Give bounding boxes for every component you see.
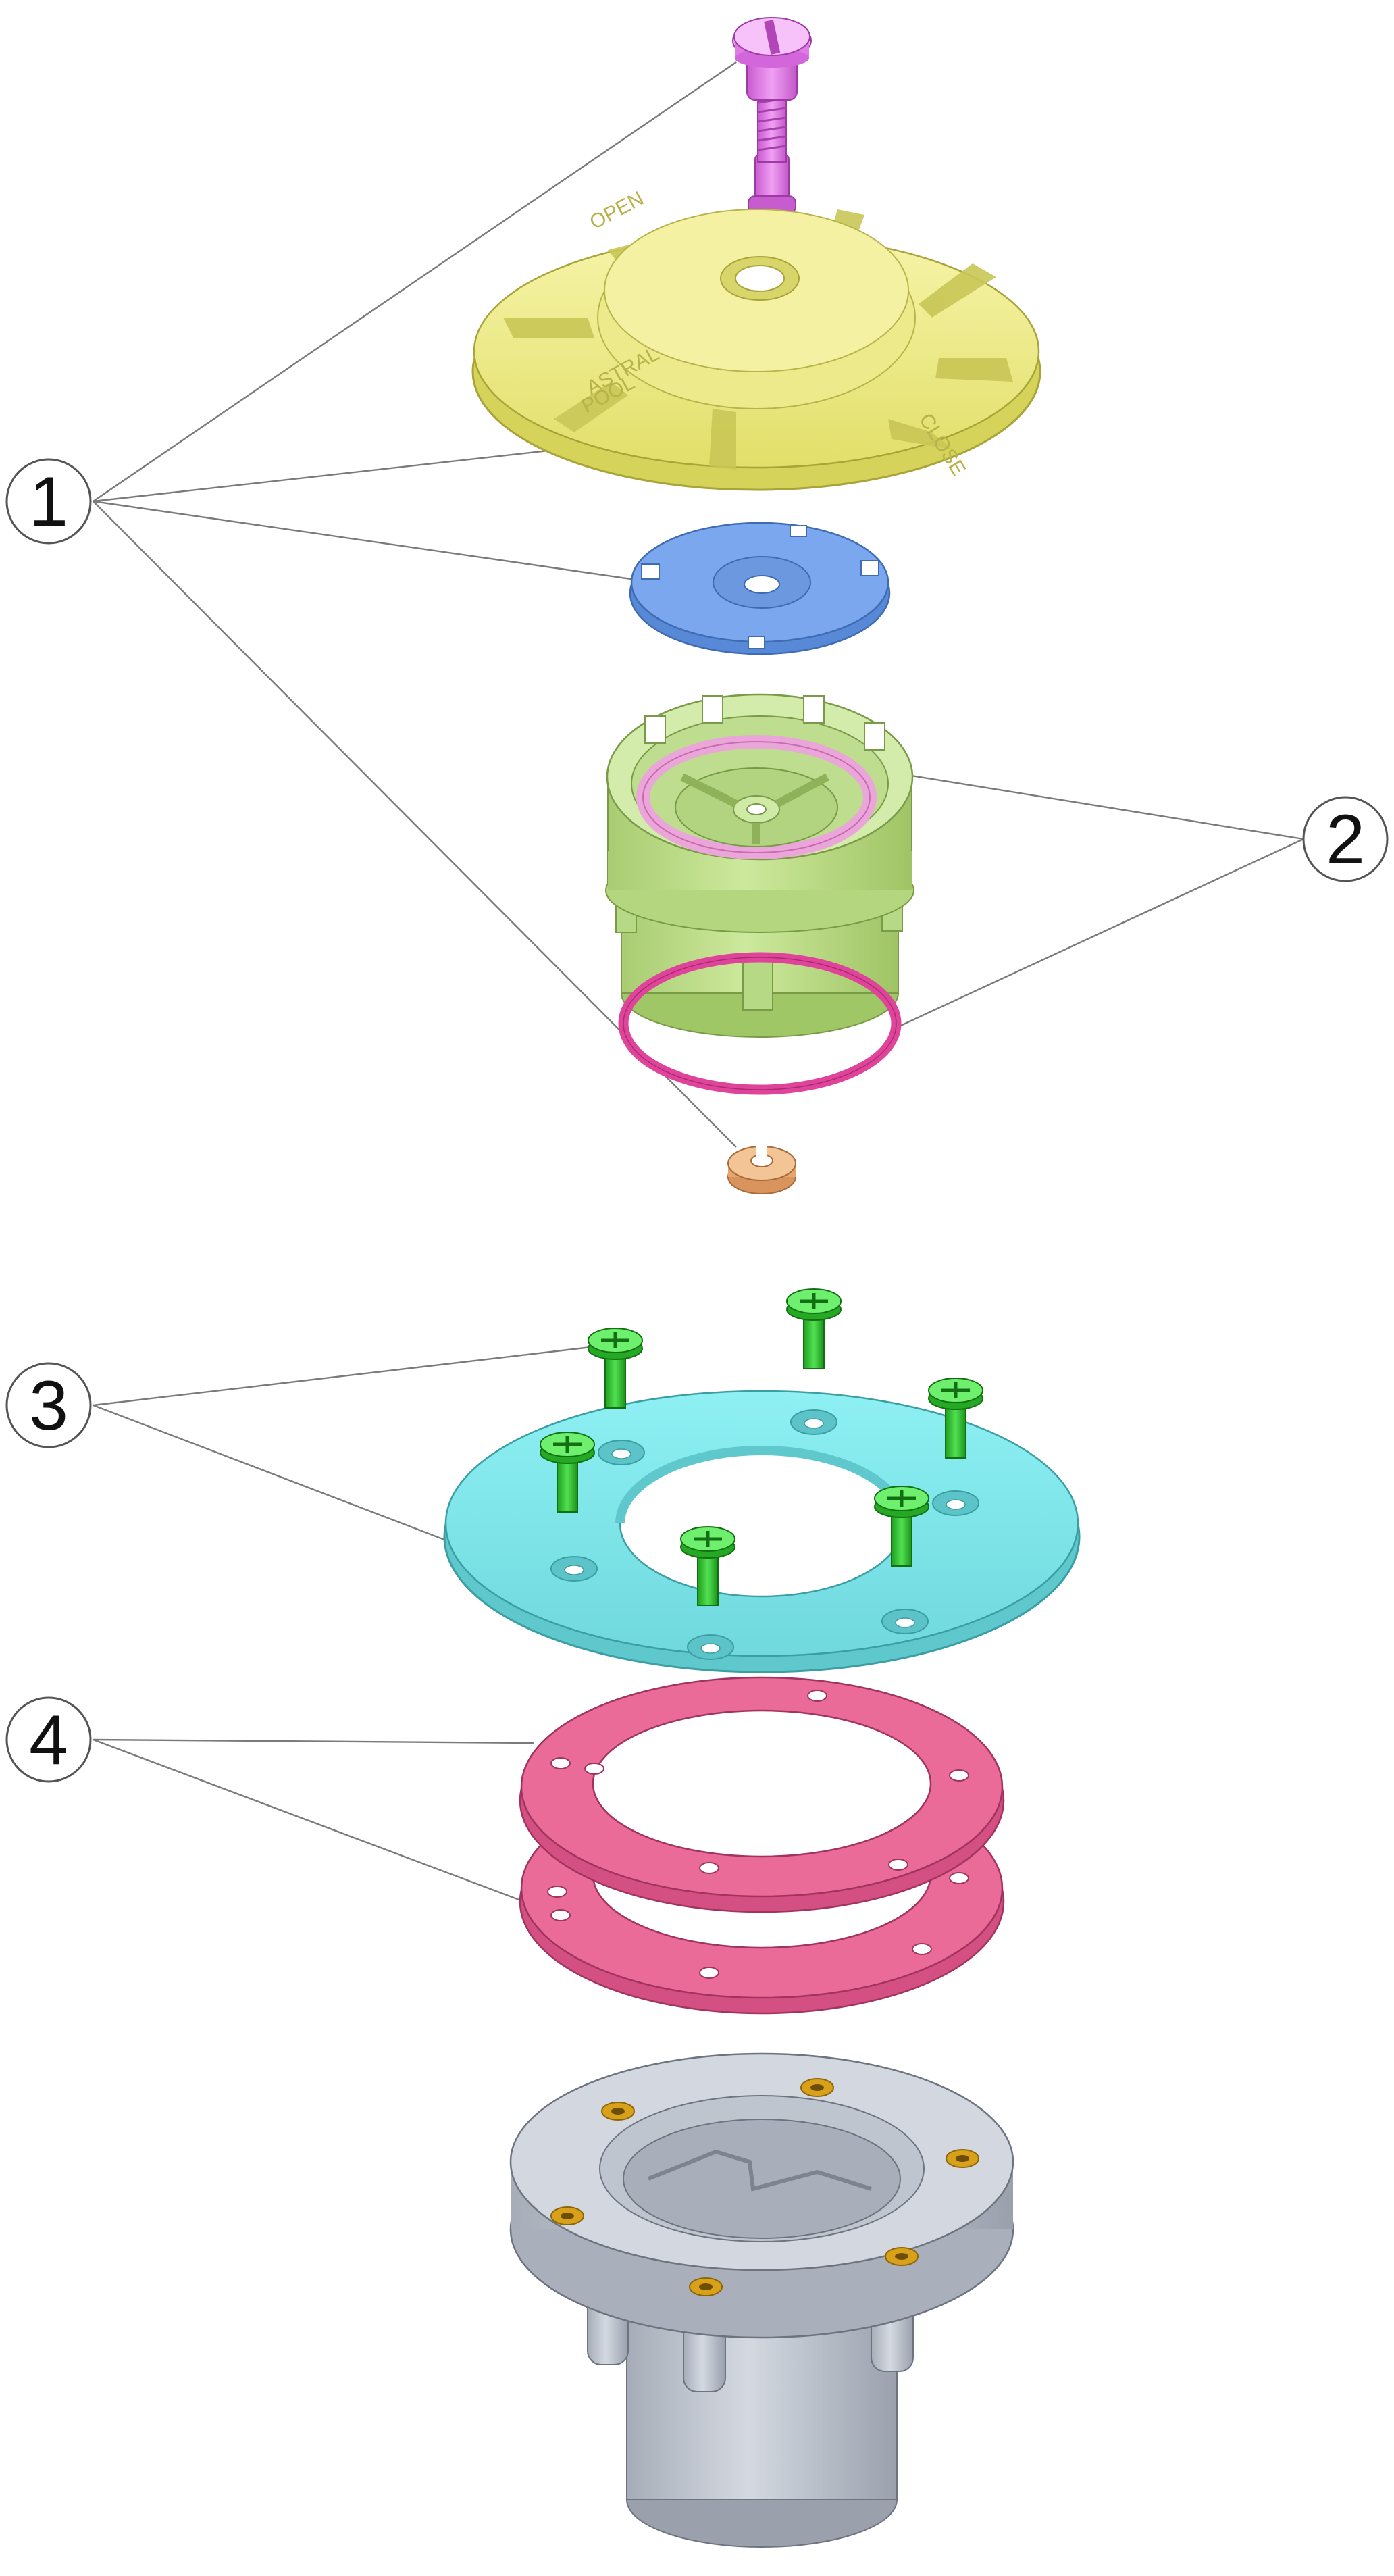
callout-3: 3 <box>5 1362 92 1448</box>
callout-label: 4 <box>29 1701 68 1779</box>
green-screw <box>588 1328 643 1409</box>
yellow-cover-plate: OPEN CLOSE ASTRAL POOL <box>471 187 1041 491</box>
lower-o-ring <box>618 952 902 1095</box>
callout-1: 1 <box>5 458 92 545</box>
cyan-flange-ring <box>443 1390 1081 1673</box>
green-screws <box>540 1288 983 1606</box>
callout-label: 2 <box>1326 801 1365 879</box>
grey-housing <box>509 2052 1014 2548</box>
callout-4: 4 <box>5 1696 92 1783</box>
green-screw <box>540 1432 595 1513</box>
green-screw <box>786 1288 842 1369</box>
open-label: OPEN <box>586 187 648 234</box>
callout-2: 2 <box>1302 796 1389 882</box>
retaining-clip <box>727 1146 796 1194</box>
green-cartridge-body <box>605 693 914 1038</box>
callout-label: 3 <box>29 1367 68 1445</box>
pink-gasket-upper <box>519 1676 1005 1913</box>
callout-label: 1 <box>29 463 68 541</box>
green-screw <box>680 1526 735 1606</box>
green-screw <box>928 1378 983 1459</box>
pink-adjuster-screw <box>732 17 812 216</box>
green-screw <box>874 1486 929 1567</box>
blue-seal-disc <box>629 522 891 655</box>
